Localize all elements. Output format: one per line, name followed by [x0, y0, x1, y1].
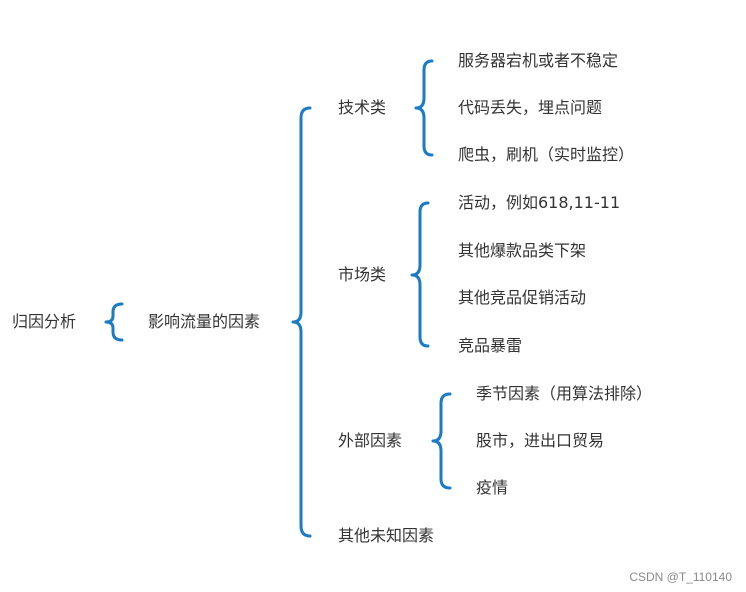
leaf-external-2: 股市，进出口贸易: [476, 431, 605, 450]
brace-market: [410, 201, 430, 348]
topic-node: 影响流量的因素: [148, 312, 261, 331]
leaf-tech-1: 服务器宕机或者不稳定: [458, 51, 619, 70]
leaf-tech-2: 代码丢失，埋点问题: [458, 98, 603, 117]
leaf-market-2: 其他爆款品类下架: [458, 241, 587, 260]
category-tech: 技术类: [338, 98, 387, 117]
brace-topic: [291, 106, 312, 538]
brace-external: [431, 392, 452, 490]
category-external: 外部因素: [338, 431, 403, 450]
brace-tech: [414, 59, 434, 157]
root-node: 归因分析: [12, 312, 77, 331]
leaf-market-4: 竞品暴雷: [458, 336, 523, 355]
leaf-market-3: 其他竞品促销活动: [458, 288, 587, 307]
brace-root: [104, 302, 124, 342]
category-unknown: 其他未知因素: [338, 526, 435, 545]
leaf-market-1: 活动，例如618,11-11: [458, 193, 621, 212]
leaf-external-1: 季节因素（用算法排除）: [476, 384, 653, 403]
watermark: CSDN @T_110140: [629, 570, 732, 584]
leaf-tech-3: 爬虫，刷机（实时监控）: [458, 145, 635, 164]
leaf-external-3: 疫情: [476, 478, 509, 497]
category-market: 市场类: [338, 265, 387, 284]
